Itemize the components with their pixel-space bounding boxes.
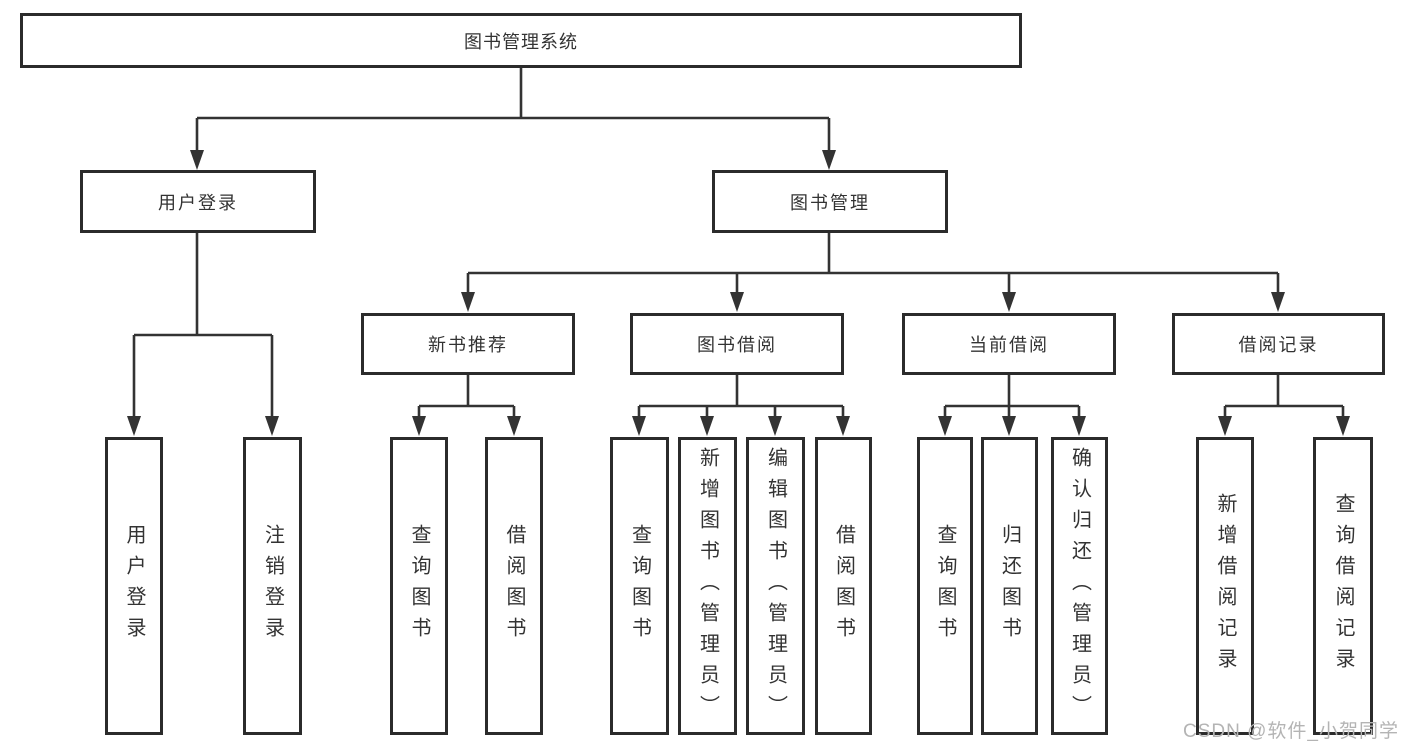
leaf-label: 新增借阅记录 — [1214, 493, 1236, 679]
leaf-logout: 注销登录 — [243, 437, 302, 735]
node-label: 当前借阅 — [969, 335, 1049, 355]
node-new-book-recommend: 新书推荐 — [361, 313, 575, 375]
node-label: 图书借阅 — [697, 335, 777, 355]
leaf-return-book: 归还图书 — [981, 437, 1038, 735]
leaf-label: 查询图书 — [408, 524, 430, 648]
arrowheads — [127, 150, 1350, 436]
leaf-confirm-return-admin: 确认归还（管理员） — [1051, 437, 1108, 735]
leaf-add-borrow-record: 新增借阅记录 — [1196, 437, 1254, 735]
leaf-label: 归还图书 — [998, 524, 1021, 648]
node-borrow-records: 借阅记录 — [1172, 313, 1385, 375]
leaf-label: 查询图书 — [628, 524, 651, 648]
node-label: 图书管理系统 — [464, 31, 578, 52]
node-user-login: 用户登录 — [80, 170, 316, 233]
leaf-label: 用户登录 — [123, 524, 145, 648]
leaf-label: 借阅图书 — [832, 524, 855, 648]
leaf-label: 借阅图书 — [503, 524, 525, 648]
node-current-borrow: 当前借阅 — [902, 313, 1116, 375]
leaf-search-books: 查询图书 — [390, 437, 448, 735]
leaf-label: 确认归还（管理员） — [1068, 446, 1091, 726]
node-library-management-system: 图书管理系统 — [20, 13, 1022, 68]
leaf-label: 新增图书（管理员） — [696, 446, 719, 726]
leaf-label: 查询图书 — [934, 524, 956, 648]
leaf-add-book-admin: 新增图书（管理员） — [678, 437, 737, 735]
node-label: 图书管理 — [790, 192, 870, 213]
leaf-edit-book-admin: 编辑图书（管理员） — [746, 437, 805, 735]
node-label: 新书推荐 — [428, 335, 508, 355]
node-book-borrow: 图书借阅 — [630, 313, 844, 375]
leaf-label: 注销登录 — [261, 524, 284, 648]
leaf-search-books: 查询图书 — [917, 437, 973, 735]
csdn-watermark: CSDN @软件_小贺同学 — [1183, 721, 1399, 742]
leaf-user-login: 用户登录 — [105, 437, 163, 735]
node-label: 借阅记录 — [1238, 335, 1319, 355]
leaf-search-borrow-record: 查询借阅记录 — [1313, 437, 1373, 735]
leaf-borrow-books: 借阅图书 — [485, 437, 543, 735]
node-book-management: 图书管理 — [712, 170, 948, 233]
node-label: 用户登录 — [158, 192, 238, 213]
leaf-search-books: 查询图书 — [610, 437, 669, 735]
leaf-borrow-books: 借阅图书 — [815, 437, 872, 735]
leaf-label: 查询借阅记录 — [1332, 493, 1354, 679]
leaf-label: 编辑图书（管理员） — [764, 446, 787, 726]
